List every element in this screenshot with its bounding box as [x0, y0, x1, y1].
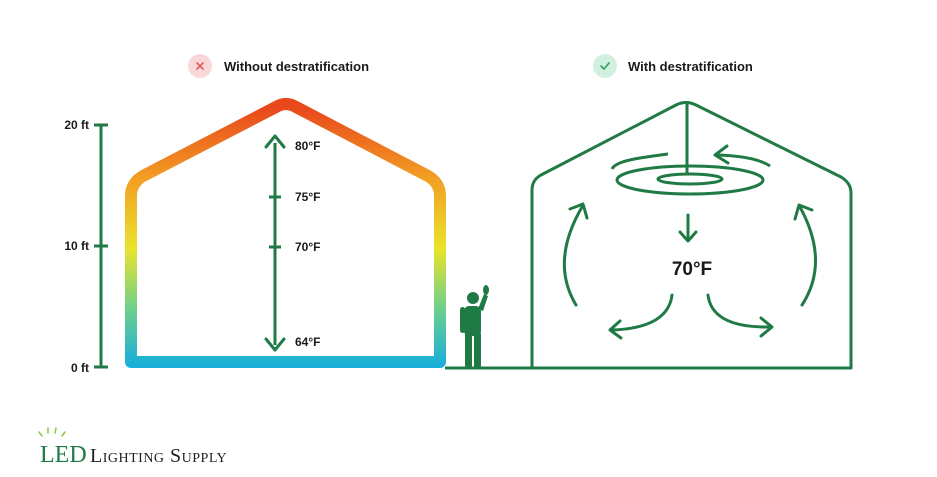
left-up-arrow-head-icon: [568, 202, 589, 220]
destratified-building-outline: [530, 101, 853, 370]
check-icon: [600, 62, 610, 70]
temperature-label-64: 64°F: [295, 335, 320, 349]
led-lighting-supply-logo: LED Lighting Supply: [38, 427, 227, 468]
airflow-arrows: [562, 202, 817, 340]
temperature-label-75: 75°F: [295, 190, 320, 204]
legend-with: With destratification: [593, 54, 753, 78]
height-label-0: 0 ft: [71, 361, 89, 375]
height-axis: 20 ft 10 ft 0 ft: [64, 118, 108, 375]
temperature-scale: 80°F 75°F 70°F 64°F: [264, 134, 320, 352]
arrow-up-icon: [264, 134, 286, 149]
bottom-right-arrow-head-icon: [759, 316, 774, 338]
left-up-arrow-icon: [562, 205, 584, 307]
fan-rotation-arrow-icon: [713, 144, 730, 165]
right-up-arrow-head-icon: [793, 203, 814, 221]
uniform-temperature-label: 70°F: [672, 259, 712, 280]
right-up-arrow-icon: [798, 205, 817, 307]
height-label-20: 20 ft: [64, 118, 89, 132]
temperature-label-80: 80°F: [295, 139, 320, 153]
height-label-10: 10 ft: [64, 239, 89, 253]
bottom-right-arrow-icon: [706, 293, 772, 329]
stratified-building-outline: [125, 98, 446, 368]
legend-without-label: Without destratification: [224, 59, 369, 74]
logo-led-text: LED: [40, 442, 87, 468]
person-icon: [460, 285, 489, 368]
legend-with-label: With destratification: [628, 59, 753, 74]
check-icon-badge: [593, 54, 617, 78]
logo-name-text: Lighting Supply: [90, 445, 227, 467]
temperature-label-70: 70°F: [295, 240, 320, 254]
bottom-left-arrow-icon: [610, 293, 674, 332]
x-icon: [196, 62, 204, 70]
down-arrow-head-icon: [678, 230, 698, 243]
ceiling-fan-icon: [610, 103, 771, 196]
arrow-down-icon: [264, 337, 286, 352]
bottom-left-arrow-head-icon: [608, 319, 623, 340]
legend-without: Without destratification: [188, 54, 369, 78]
lightbulb-rays-icon: [38, 427, 66, 437]
